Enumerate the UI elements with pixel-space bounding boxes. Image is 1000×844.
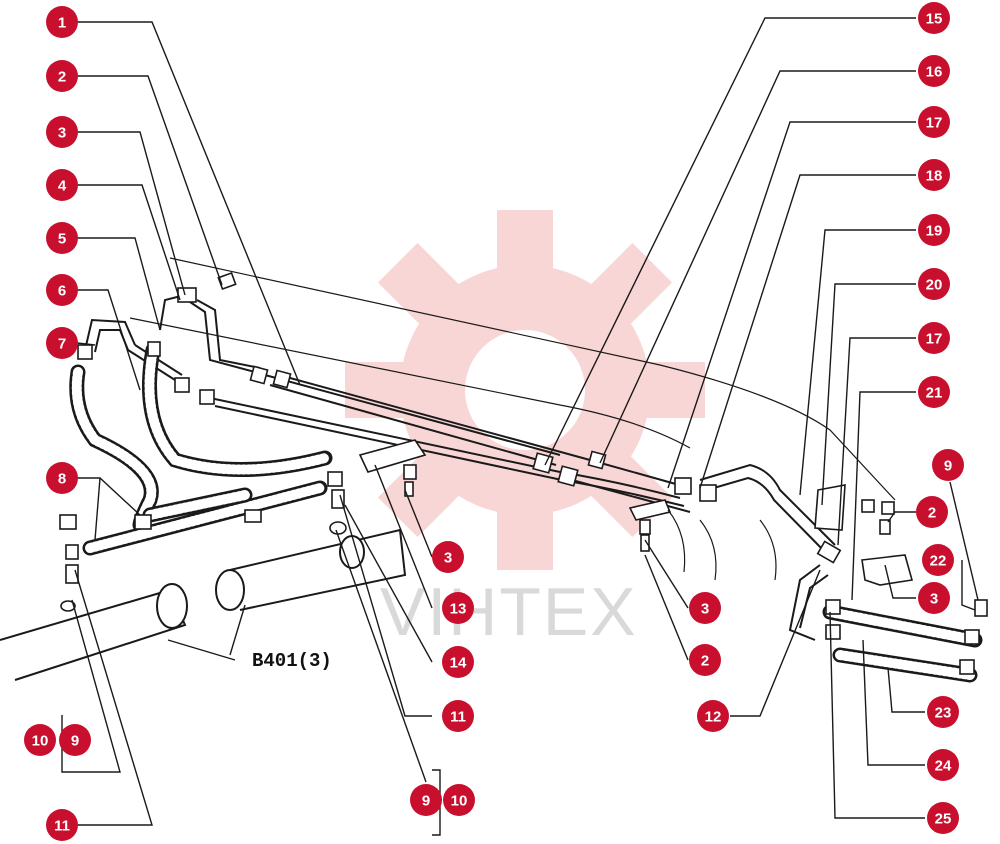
callout-7: 7 <box>46 327 78 359</box>
callout-13: 13 <box>442 592 474 624</box>
svg-text:24: 24 <box>935 758 952 775</box>
svg-text:16: 16 <box>926 64 943 81</box>
callout-8: 8 <box>46 462 78 494</box>
callout-9-left: 9 <box>59 724 91 756</box>
fittings <box>59 271 988 675</box>
svg-text:15: 15 <box>926 11 943 28</box>
svg-text:14: 14 <box>450 655 467 672</box>
callout-3-right: 3 <box>918 582 950 614</box>
svg-text:7: 7 <box>58 336 66 353</box>
callout-11-left: 11 <box>46 809 78 841</box>
svg-text:11: 11 <box>450 709 466 726</box>
callout-14: 14 <box>442 646 474 678</box>
callout-19: 19 <box>918 214 950 246</box>
svg-text:17: 17 <box>926 331 943 348</box>
svg-text:6: 6 <box>58 283 66 300</box>
svg-text:8: 8 <box>58 471 66 488</box>
svg-text:1: 1 <box>58 15 66 32</box>
callout-2: 2 <box>46 60 78 92</box>
flexible-hoses <box>69 342 983 683</box>
callouts: 1 2 3 4 5 6 7 8 10 9 11 3 13 14 11 9 10 … <box>24 2 964 841</box>
watermark-gear-icon <box>345 210 705 570</box>
svg-text:9: 9 <box>71 733 79 750</box>
svg-text:25: 25 <box>935 811 952 828</box>
callout-15: 15 <box>918 2 950 34</box>
callout-3-middle: 3 <box>432 541 464 573</box>
svg-text:2: 2 <box>928 505 936 522</box>
hydraulic-cylinder <box>0 509 777 681</box>
svg-text:4: 4 <box>58 178 67 195</box>
svg-text:20: 20 <box>926 277 943 294</box>
clamps <box>358 439 914 586</box>
watermark-text: VIHTEX <box>380 574 638 650</box>
svg-text:3: 3 <box>444 550 452 567</box>
svg-text:12: 12 <box>705 709 722 726</box>
callout-9-right: 9 <box>932 449 964 481</box>
svg-text:3: 3 <box>58 125 66 142</box>
svg-text:19: 19 <box>926 223 943 240</box>
svg-text:3: 3 <box>701 601 709 618</box>
svg-text:2: 2 <box>701 653 709 670</box>
callout-21: 21 <box>918 376 950 408</box>
leader-lines <box>61 17 979 836</box>
callout-25: 25 <box>927 802 959 834</box>
svg-text:10: 10 <box>32 733 49 750</box>
callout-11-middle: 11 <box>442 700 474 732</box>
callout-12: 12 <box>697 700 729 732</box>
callout-10-left: 10 <box>24 724 56 756</box>
callout-10-middle: 10 <box>443 784 475 816</box>
callout-16: 16 <box>918 55 950 87</box>
svg-text:13: 13 <box>450 601 467 618</box>
svg-text:11: 11 <box>54 818 70 835</box>
callout-3-lower-middle: 3 <box>689 592 721 624</box>
svg-text:22: 22 <box>930 553 947 570</box>
svg-text:9: 9 <box>422 793 430 810</box>
callout-24: 24 <box>927 749 959 781</box>
svg-text:10: 10 <box>451 793 468 810</box>
callout-23: 23 <box>927 696 959 728</box>
svg-text:5: 5 <box>58 231 66 248</box>
svg-text:9: 9 <box>944 458 952 475</box>
reference-lines <box>129 257 896 501</box>
callout-17-upper: 17 <box>918 106 950 138</box>
upper-left-pipes <box>84 294 261 381</box>
svg-text:2: 2 <box>58 69 66 86</box>
callout-22: 22 <box>922 544 954 576</box>
callout-2-right: 2 <box>916 496 948 528</box>
callout-6: 6 <box>46 274 78 306</box>
svg-text:18: 18 <box>926 168 943 185</box>
callout-18: 18 <box>918 159 950 191</box>
callout-4: 4 <box>46 169 78 201</box>
svg-text:3: 3 <box>930 591 938 608</box>
callout-9-middle: 9 <box>410 784 442 816</box>
svg-text:21: 21 <box>926 385 943 402</box>
callout-5: 5 <box>46 222 78 254</box>
svg-text:17: 17 <box>926 115 943 132</box>
callout-1: 1 <box>46 6 78 38</box>
svg-text:23: 23 <box>935 705 952 722</box>
callout-3: 3 <box>46 116 78 148</box>
watermark: VIHTEX <box>345 210 705 650</box>
callout-2-lower-middle: 2 <box>689 644 721 676</box>
reference-label: B401(3) <box>252 650 332 672</box>
callout-17-lower: 17 <box>918 322 950 354</box>
callout-20: 20 <box>918 268 950 300</box>
